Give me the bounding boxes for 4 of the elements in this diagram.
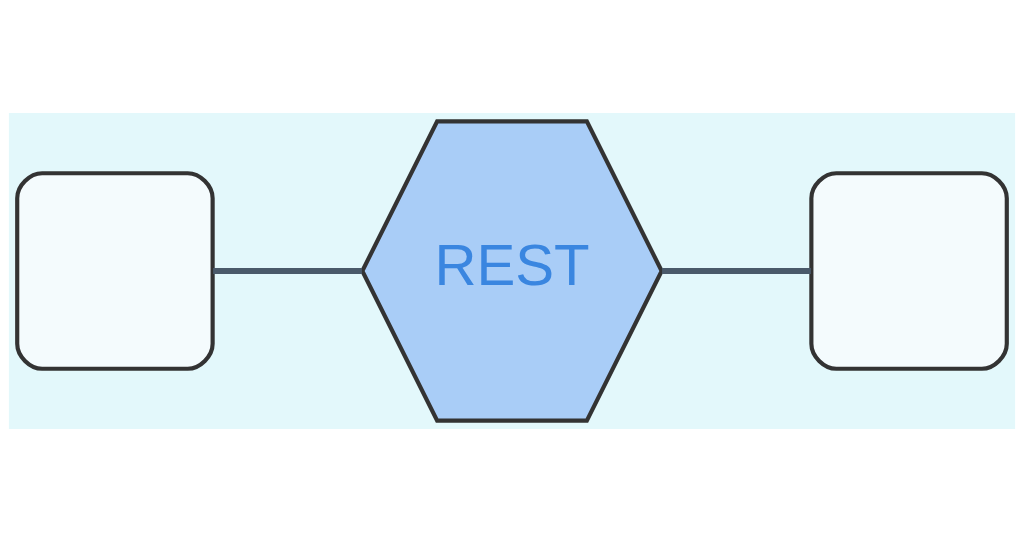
connector [213,267,362,275]
connector [662,267,811,275]
node-box [809,171,1009,371]
node-box [15,171,215,371]
